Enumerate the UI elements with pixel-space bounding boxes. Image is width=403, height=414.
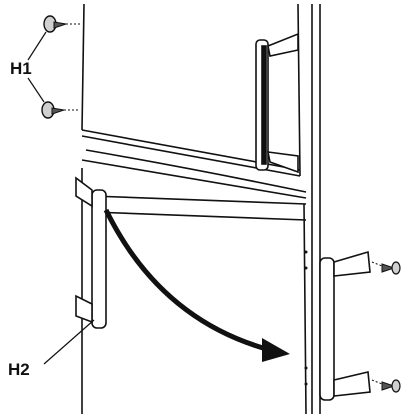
callout-h2: H2 (8, 360, 30, 379)
screw-icon (371, 379, 401, 393)
upper-door-handle (255, 32, 299, 174)
mounting-holes (304, 250, 308, 386)
h1-leader-lines (27, 31, 47, 103)
lower-door-handle-new (319, 250, 371, 401)
h2-leader-line (43, 319, 95, 365)
fridge-cabinet (81, 3, 321, 414)
screw-icon (41, 101, 80, 119)
lower-door-handle-old (75, 176, 107, 329)
curved-arrow-icon (103, 208, 290, 362)
screw-icon (371, 261, 401, 275)
screw-icon (43, 15, 80, 33)
callout-h1: H1 (10, 59, 32, 78)
